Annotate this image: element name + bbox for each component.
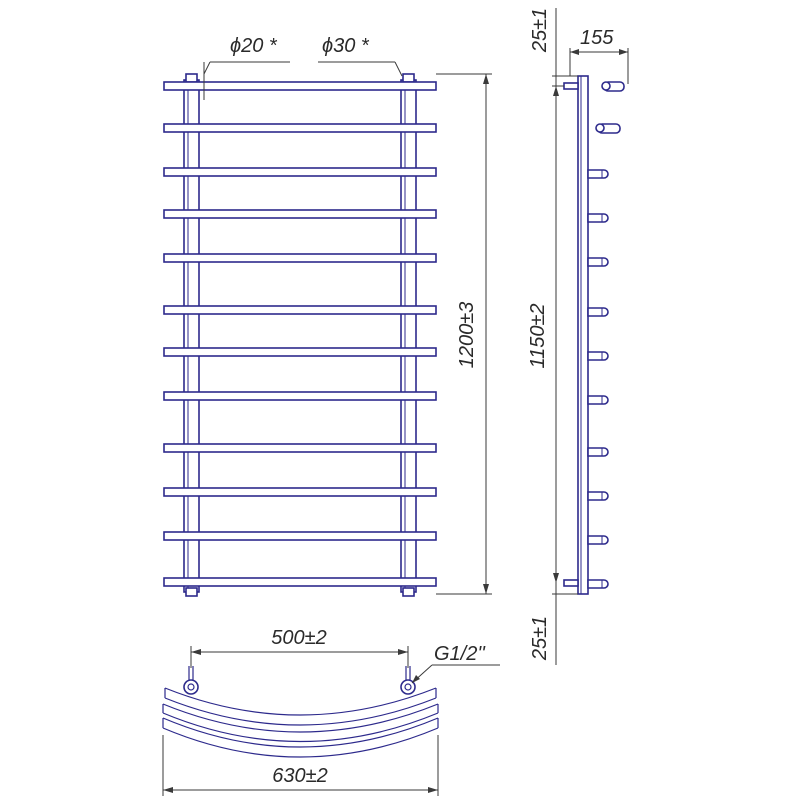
side-rung-3 [587,169,609,179]
left-riser-top [183,666,199,695]
side-top-nozzle [563,82,579,90]
pipe-diameter-callouts: ϕ20 * ϕ30 * [203,35,403,100]
total-width-label: 630±2 [272,765,327,787]
front-rung-2 [163,123,437,133]
side-rung-7 [587,351,609,361]
side-rung-12 [587,579,609,589]
riser-diameter-label: ϕ30 * [322,35,370,57]
front-rung-9 [163,443,437,453]
front-rung-11 [163,531,437,541]
right-bottom-nozzle [402,587,415,597]
side-rung-9 [587,447,609,457]
side-rung-8 [587,395,609,405]
front-rung-8 [163,391,437,401]
front-rung-12 [163,577,437,587]
left-riser [183,79,200,593]
total-width-dimension: 630±2 [162,735,439,796]
second-bracket [595,123,621,134]
top-bracket [601,81,625,92]
total-height-dimension: 1200±3 [436,73,492,595]
right-riser [400,79,417,593]
front-rungs [163,81,437,587]
side-rung-11 [587,535,609,545]
side-view [563,75,625,595]
bottom-offset-dimension: 25±1 [529,578,578,665]
side-riser [577,75,589,595]
center-distance-vertical-label: 1150±2 [527,303,549,368]
side-rung-6 [587,307,609,317]
side-rungs [587,169,609,589]
center-distance-horizontal-dimension: 500±2 [190,627,409,668]
front-rung-4 [163,209,437,219]
left-top-nozzle [185,73,198,83]
right-riser-top [400,666,416,695]
side-rung-10 [587,491,609,501]
depth-label: 155 [580,27,614,49]
side-rung-5 [587,257,609,267]
thread-label: G1/2'' [434,643,486,665]
thread-callout: G1/2'' [411,643,500,684]
front-rung-3 [163,167,437,177]
left-bottom-nozzle [185,587,198,597]
depth-dimension: 155 [569,27,629,84]
bottom-offset-label: 25±1 [529,616,551,661]
front-rung-1 [163,81,437,91]
front-rung-6 [163,305,437,315]
top-offset-label: 25±1 [529,8,551,53]
front-rung-7 [163,347,437,357]
rung-diameter-label: ϕ20 * [230,35,278,57]
center-distance-horizontal-label: 500±2 [271,627,326,649]
front-view [163,73,437,597]
center-distance-vertical-dimension: 1150±2 [527,86,559,583]
front-rung-5 [163,253,437,263]
side-rung-4 [587,213,609,223]
right-top-nozzle [402,73,415,83]
top-offset-dimension: 25±1 [529,8,578,98]
front-rung-10 [163,487,437,497]
top-view [162,666,439,758]
side-bottom-nozzle [563,579,579,587]
total-height-label: 1200±3 [456,302,478,369]
